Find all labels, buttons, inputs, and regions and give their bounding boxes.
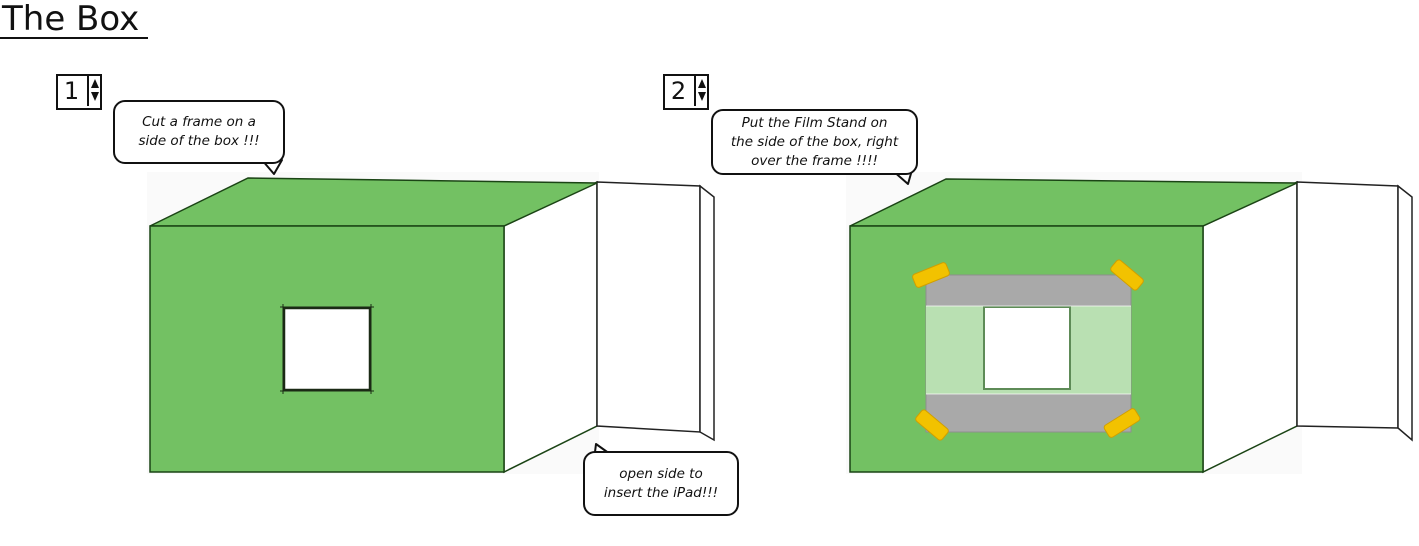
spinner-up-icon[interactable] [91,79,99,88]
callout-cut-frame: Cut a frame on a side of the box !!! [113,100,285,164]
box-2 [846,172,1413,474]
box-1-cut-frame [282,306,372,392]
box-1-flap-edge [699,184,715,442]
box-1-right-side [503,180,598,474]
box-1 [147,172,715,474]
step-1-marker: 1 [56,74,102,110]
page-title: The Box [2,0,140,39]
box-2-right-side [1202,180,1298,474]
step-2-spinner[interactable] [694,74,707,106]
step-1-number: 1 [63,77,80,105]
film-stand [925,274,1132,433]
tape-bottom-right [1103,408,1141,438]
spinner-up-icon[interactable] [698,79,706,88]
tape-bottom-left [915,409,949,441]
step-1-spinner[interactable] [87,74,100,106]
callout-film-stand: Put the Film Stand on the side of the bo… [711,109,918,175]
box-1-open-flap [596,181,701,433]
film-stand-window [983,306,1071,390]
callout-open-side: open side to insert the iPad!!! [583,451,739,516]
step-2-number: 2 [670,77,687,105]
spinner-down-icon[interactable] [91,92,99,101]
spinner-down-icon[interactable] [698,92,706,101]
step-2-marker: 2 [663,74,709,110]
box-2-open-flap [1296,181,1399,429]
tape-top-right [1110,259,1144,291]
title-underline [0,37,148,39]
tape-top-left [912,262,950,288]
box-2-flap-edge [1397,184,1413,442]
